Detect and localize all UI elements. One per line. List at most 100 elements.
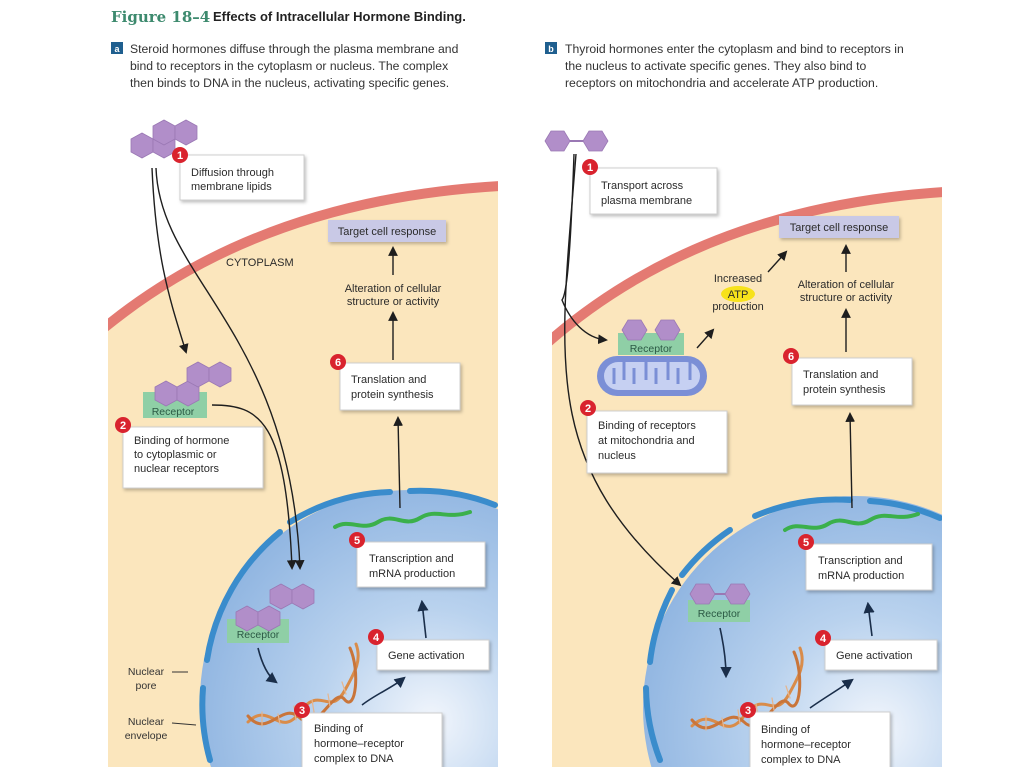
step-badge [115,417,131,433]
step-1-box: 1 Transport across plasma membrane [582,159,718,215]
mitochondrion-icon [597,356,707,396]
svg-text:mRNA production: mRNA production [369,568,455,580]
step-badge [330,354,346,370]
step-badge [172,147,188,163]
svg-text:protein synthesis: protein synthesis [351,389,434,401]
arrow-to-gene-activation [809,678,854,709]
thyroid-hormone-icon [544,130,609,152]
svg-text:6: 6 [335,357,341,369]
atp-text: ATP [728,289,749,301]
hormone-icon [235,583,315,632]
svg-text:hormone–receptor: hormone–receptor [314,738,404,750]
svg-text:6: 6 [788,351,794,363]
step-5-box: 5 Transcription and mRNA production [349,532,486,588]
hormone-icon [154,361,232,407]
alteration-text: Alteration of cellular [345,283,442,295]
alteration-text: structure or activity [800,292,893,304]
svg-text:membrane lipids: membrane lipids [191,181,272,193]
svg-text:1: 1 [177,150,183,162]
plasma-membrane [552,187,942,346]
step-3-box: 3 Binding of hormone–receptor complex to… [294,702,443,767]
svg-text:Translation and: Translation and [351,374,426,386]
transport-to-nucleus-arrow [564,153,682,587]
panel-a-caption-line: Steroid hormones diffuse through the pla… [130,42,458,56]
svg-text:complex to DNA: complex to DNA [761,754,841,766]
svg-text:Diffusion through: Diffusion through [191,167,274,179]
svg-text:nuclear receptors: nuclear receptors [134,463,219,475]
svg-text:2: 2 [120,420,126,432]
steroid-hormone-icon [130,119,198,159]
alteration-text: structure or activity [347,296,440,308]
step-badge [368,629,384,645]
leader-line [171,722,197,726]
svg-text:Transcription and: Transcription and [369,553,454,565]
svg-text:Receptor: Receptor [698,608,741,620]
panel-b-badge [545,42,557,54]
nuclear-envelope [643,496,942,763]
svg-text:to cytoplasmic or: to cytoplasmic or [134,449,217,461]
svg-text:Target cell response: Target cell response [338,226,436,238]
svg-text:Gene activation: Gene activation [388,650,464,662]
svg-text:Binding of receptors: Binding of receptors [598,420,696,432]
svg-text:nucleus: nucleus [598,450,636,462]
nuclear-pore-label: pore [135,680,156,692]
hormone-icon [689,583,751,605]
atp-production-text: production [712,301,763,313]
step-5-box: 5 Transcription and mRNA production [798,534,933,591]
step-badge [582,159,598,175]
target-response-box: Target cell response [328,220,446,242]
step-badge [740,702,756,718]
step-badge [294,702,310,718]
svg-text:Binding of hormone: Binding of hormone [134,435,229,447]
panel-b: b Thyroid hormones enter the cytoplasm a… [544,42,942,767]
svg-text:at mitochondria and: at mitochondria and [598,435,695,447]
diffusion-to-nucleus-arrow [155,167,305,570]
step-1-box: 1 Diffusion through membrane lipids [172,147,305,201]
panel-a-caption: a Steroid hormones diffuse through the p… [111,42,458,90]
arrow-up [863,601,875,637]
svg-text:Receptor: Receptor [237,629,280,641]
panel-b-caption-line: Thyroid hormones enter the cytoplasm and… [565,42,904,56]
svg-text:Target cell response: Target cell response [790,222,888,234]
svg-text:3: 3 [745,705,751,717]
figure-title: Effects of Intracellular Hormone Binding… [213,9,466,24]
arrow-to-atp [696,328,715,349]
atp-increased-text: Increased [714,273,762,285]
transport-to-mitochondria-arrow [561,153,608,345]
arrow-to-dna [719,627,732,679]
step-badge [798,534,814,550]
svg-text:protein synthesis: protein synthesis [803,384,886,396]
step-4-box: 4 Gene activation [368,629,490,671]
arrow-up [393,416,404,509]
svg-text:2: 2 [585,403,591,415]
receptor-block [688,600,750,622]
diffusion-arrow [151,167,189,354]
mrna-strand [333,510,472,529]
panel-a-badge-letter: a [114,44,120,54]
step-3-box: 3 Binding of hormone–receptor complex to… [740,702,891,767]
arrow-to-response [767,250,788,273]
panel-a-caption-line: bind to receptors in the cytoplasm or nu… [130,59,448,73]
receptor-to-nucleus-arrow [211,404,297,570]
svg-text:hormone–receptor: hormone–receptor [761,739,851,751]
panel-a-caption-line: then binds to DNA in the nucleus, activa… [130,76,449,90]
step-badge [815,630,831,646]
svg-text:complex to DNA: complex to DNA [314,753,394,765]
step-badge [783,348,799,364]
svg-text:mRNA production: mRNA production [818,570,904,582]
svg-text:Binding of: Binding of [761,724,811,736]
arrow-up [845,412,856,509]
svg-text:Gene activation: Gene activation [836,650,912,662]
step-2-box: 2 Binding of receptors at mitochondria a… [580,400,728,474]
target-response-box: Target cell response [779,216,899,238]
alteration-text: Alteration of cellular [798,279,895,291]
svg-text:4: 4 [820,633,827,645]
panel-a-badge [111,42,123,54]
step-badge [349,532,365,548]
panel-b-caption: b Thyroid hormones enter the cytoplasm a… [545,42,904,90]
nuclear-receptor: Receptor [688,583,751,622]
step-6-box: 6 Translation and protein synthesis [783,348,913,406]
nuclear-pore-label: Nuclear [128,666,165,678]
step-badge [580,400,596,416]
